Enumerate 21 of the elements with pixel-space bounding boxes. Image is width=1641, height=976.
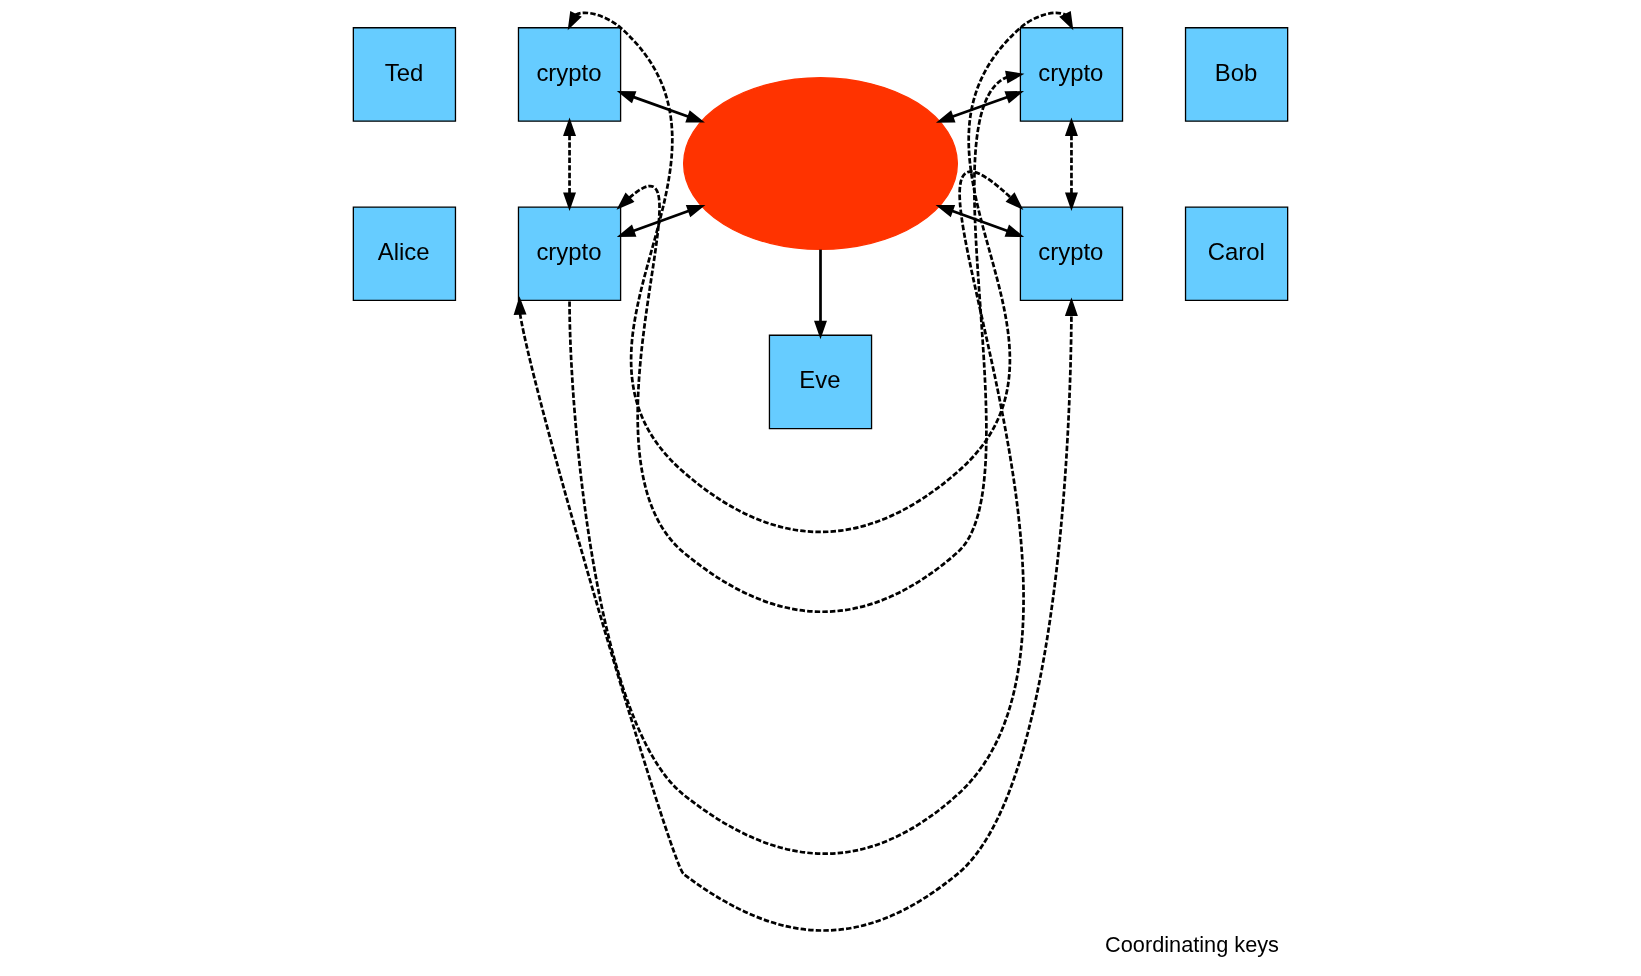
arrow bbox=[616, 91, 705, 123]
node-box: Ted bbox=[352, 27, 457, 122]
caption: Coordinating keys bbox=[1105, 932, 1279, 958]
node-box: Bob bbox=[1184, 27, 1289, 122]
node-box: Alice bbox=[352, 206, 457, 302]
arrow bbox=[616, 70, 1025, 613]
arrow bbox=[935, 91, 1025, 123]
node-box: Carol bbox=[1184, 206, 1289, 302]
arrow bbox=[1065, 117, 1078, 211]
arrow bbox=[513, 296, 1078, 932]
node-box: Eve bbox=[768, 334, 873, 430]
arrow bbox=[568, 173, 1025, 855]
arrow bbox=[616, 204, 706, 237]
node-box: crypto bbox=[517, 206, 622, 302]
node-box: crypto bbox=[517, 27, 622, 122]
arrow bbox=[567, 10, 1074, 533]
node-box: crypto bbox=[1019, 27, 1124, 122]
arrow bbox=[935, 204, 1025, 237]
arrow bbox=[563, 117, 576, 211]
arrow bbox=[814, 249, 827, 340]
node-box: crypto bbox=[1019, 206, 1124, 302]
